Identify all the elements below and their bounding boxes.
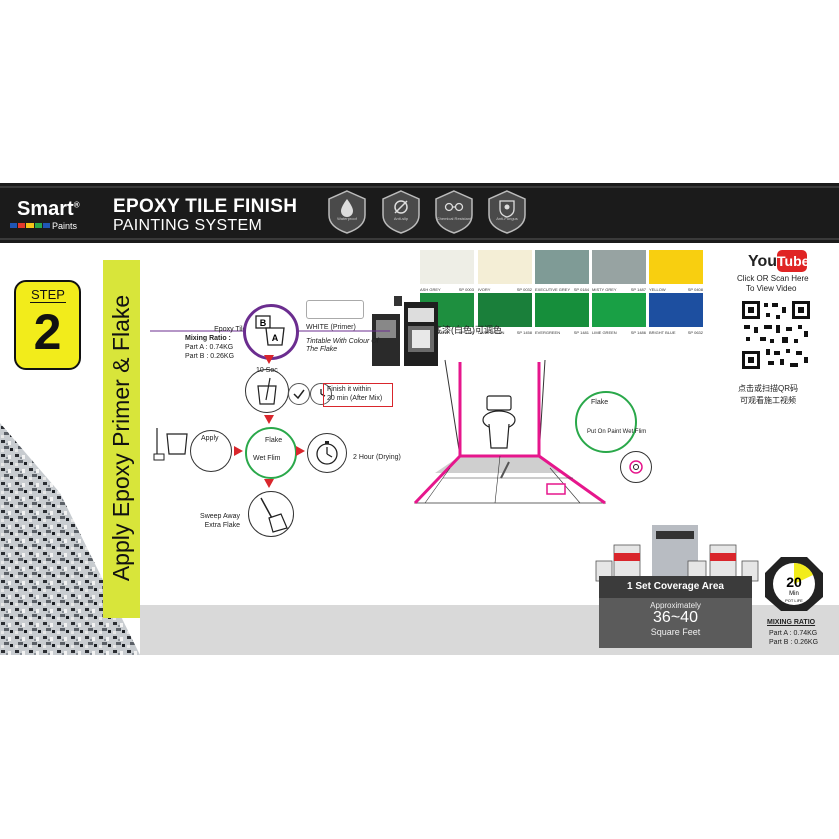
badge-chemical-resistant: Chemical Resistant	[433, 189, 475, 235]
brand-dot	[34, 223, 42, 228]
shield-icon	[435, 190, 473, 234]
wet-film-label: Wet Flim	[253, 455, 281, 462]
shield-icon	[328, 190, 366, 234]
shield-icon	[382, 190, 420, 234]
drying-label: 2 Hour (Drying)	[353, 454, 401, 461]
scene-wet-film-label: Put On Paint Wet Flim	[587, 429, 647, 435]
youtube-cn-line-1: 点击或扫描QR码	[738, 384, 798, 393]
flake-wet-film-circle: Flake Wet Flim	[245, 427, 297, 479]
step-badge: STEP 2	[14, 280, 81, 370]
sweep-line-2: Extra Flake	[204, 522, 240, 529]
tinting-machine-image	[372, 296, 438, 366]
tint-line-2: The Flake	[306, 346, 338, 353]
product-banner: Smart® Paints EPOXY TILE FINISH PAINTING…	[0, 183, 839, 655]
youtube-tube-text[interactable]: Tube	[777, 250, 809, 272]
pipe-icon	[629, 460, 643, 474]
buckets-icon: B A	[255, 315, 285, 346]
timer-unit: Min	[789, 591, 799, 597]
apply-label: Apply	[201, 435, 219, 442]
stir-cup-icon	[257, 377, 277, 405]
youtube-you-text[interactable]: You	[748, 253, 778, 270]
shield-icon	[488, 190, 526, 234]
stir-circle	[245, 369, 289, 413]
stopwatch-icon	[316, 441, 338, 465]
page-subtitle: PAINTING SYSTEM	[113, 217, 263, 234]
ratio-part-a: Part A : 0.74KG	[769, 630, 818, 637]
sweep-line-1: Sweep Away	[200, 513, 240, 520]
scene-flake-label: Flake	[591, 399, 609, 406]
sweep-circle	[248, 491, 294, 537]
mixing-ratio-label: Mixing Ratio :	[185, 335, 231, 342]
brand-dot	[18, 223, 26, 228]
coverage-unit: Square Feet	[650, 627, 701, 637]
finish-line-2: 20 min (After Mix)	[327, 395, 383, 402]
coverage-approx: Approximately	[650, 601, 701, 610]
badge-anti-slip: Anti-slip	[380, 189, 422, 235]
step-label: STEP	[30, 287, 66, 303]
white-primer-sample	[306, 300, 364, 319]
bucket-b-label: B	[260, 318, 267, 328]
flake-label: Flake	[265, 437, 283, 444]
bucket-a-label: A	[272, 333, 279, 343]
brand-dot	[10, 223, 18, 228]
coverage-box: 1 Set Coverage Area Approximately 36~40 …	[599, 576, 752, 648]
tint-note-cn: 环氧底漆(白色)可调色	[415, 325, 502, 335]
pipe-detail-circle	[620, 451, 652, 483]
coverage-value: 36~40	[653, 609, 698, 626]
timer-label: POT LIFE	[785, 598, 803, 603]
youtube-cn-line-2: 可观看施工视频	[740, 396, 796, 405]
down-arrow-icon	[264, 479, 274, 488]
apply-primer-circle: Apply	[190, 430, 232, 472]
mixing-part-b: Part B : 0.26KG	[185, 353, 235, 360]
youtube-line-1: Click OR Scan Here	[737, 274, 809, 283]
scene-flake-circle: Flake Put On Paint Wet Flim	[575, 391, 646, 453]
brand-logo: Smart®	[17, 198, 80, 220]
timer-value: 20	[786, 574, 802, 590]
ratio-part-b: Part B : 0.26KG	[769, 639, 819, 646]
header-bar: Smart® Paints EPOXY TILE FINISH PAINTING…	[0, 183, 839, 243]
down-arrow-icon	[264, 415, 274, 424]
stopwatch-icon	[310, 383, 332, 405]
right-arrow-icon	[296, 446, 305, 456]
timer-check-icon	[288, 383, 310, 405]
drying-circle	[307, 433, 347, 473]
right-arrow-icon	[234, 446, 243, 456]
page-title: EPOXY TILE FINISH	[113, 196, 298, 217]
brand-color-dots	[10, 223, 51, 228]
brand-sub: Paints	[52, 221, 78, 231]
finish-within-box: Finish it within 20 min (After Mix)	[323, 383, 393, 407]
bathroom-scene	[413, 359, 607, 505]
badge-anti-fungus: Anti-Fungus	[486, 189, 528, 235]
side-title: Apply Epoxy Primer & Flake	[108, 294, 134, 582]
mixing-title-2: Epoxy Tile Primer	[214, 326, 269, 333]
coverage-head: 1 Set Coverage Area	[599, 576, 752, 598]
paint-bucket-roller-icon	[153, 428, 188, 461]
mixing-circle: B A	[243, 304, 299, 360]
stir-time: 10 Sec	[256, 367, 278, 374]
youtube-line-2: To View Video	[746, 284, 797, 293]
mixing-part-a: Part A : 0.74KG	[185, 344, 234, 351]
pot-life-timer-icon: 20 Min POT LIFE	[765, 557, 823, 611]
ratio-head: MIXING RATIO	[767, 619, 816, 626]
brand-dot	[26, 223, 34, 228]
tint-line-1: Tintable With Colour Of	[306, 338, 379, 345]
step-number: 2	[33, 304, 62, 360]
broom-icon	[260, 497, 288, 533]
finish-line-1: Finish it within	[327, 386, 371, 393]
down-arrow-icon	[264, 355, 274, 364]
side-title-bar: Apply Epoxy Primer & Flake	[103, 260, 140, 618]
qr-code-icon[interactable]	[740, 299, 812, 371]
primer-color-label: WHITE (Primer)	[306, 324, 356, 331]
badge-waterproof: Waterproof	[326, 189, 368, 235]
brand-dot	[42, 223, 51, 228]
